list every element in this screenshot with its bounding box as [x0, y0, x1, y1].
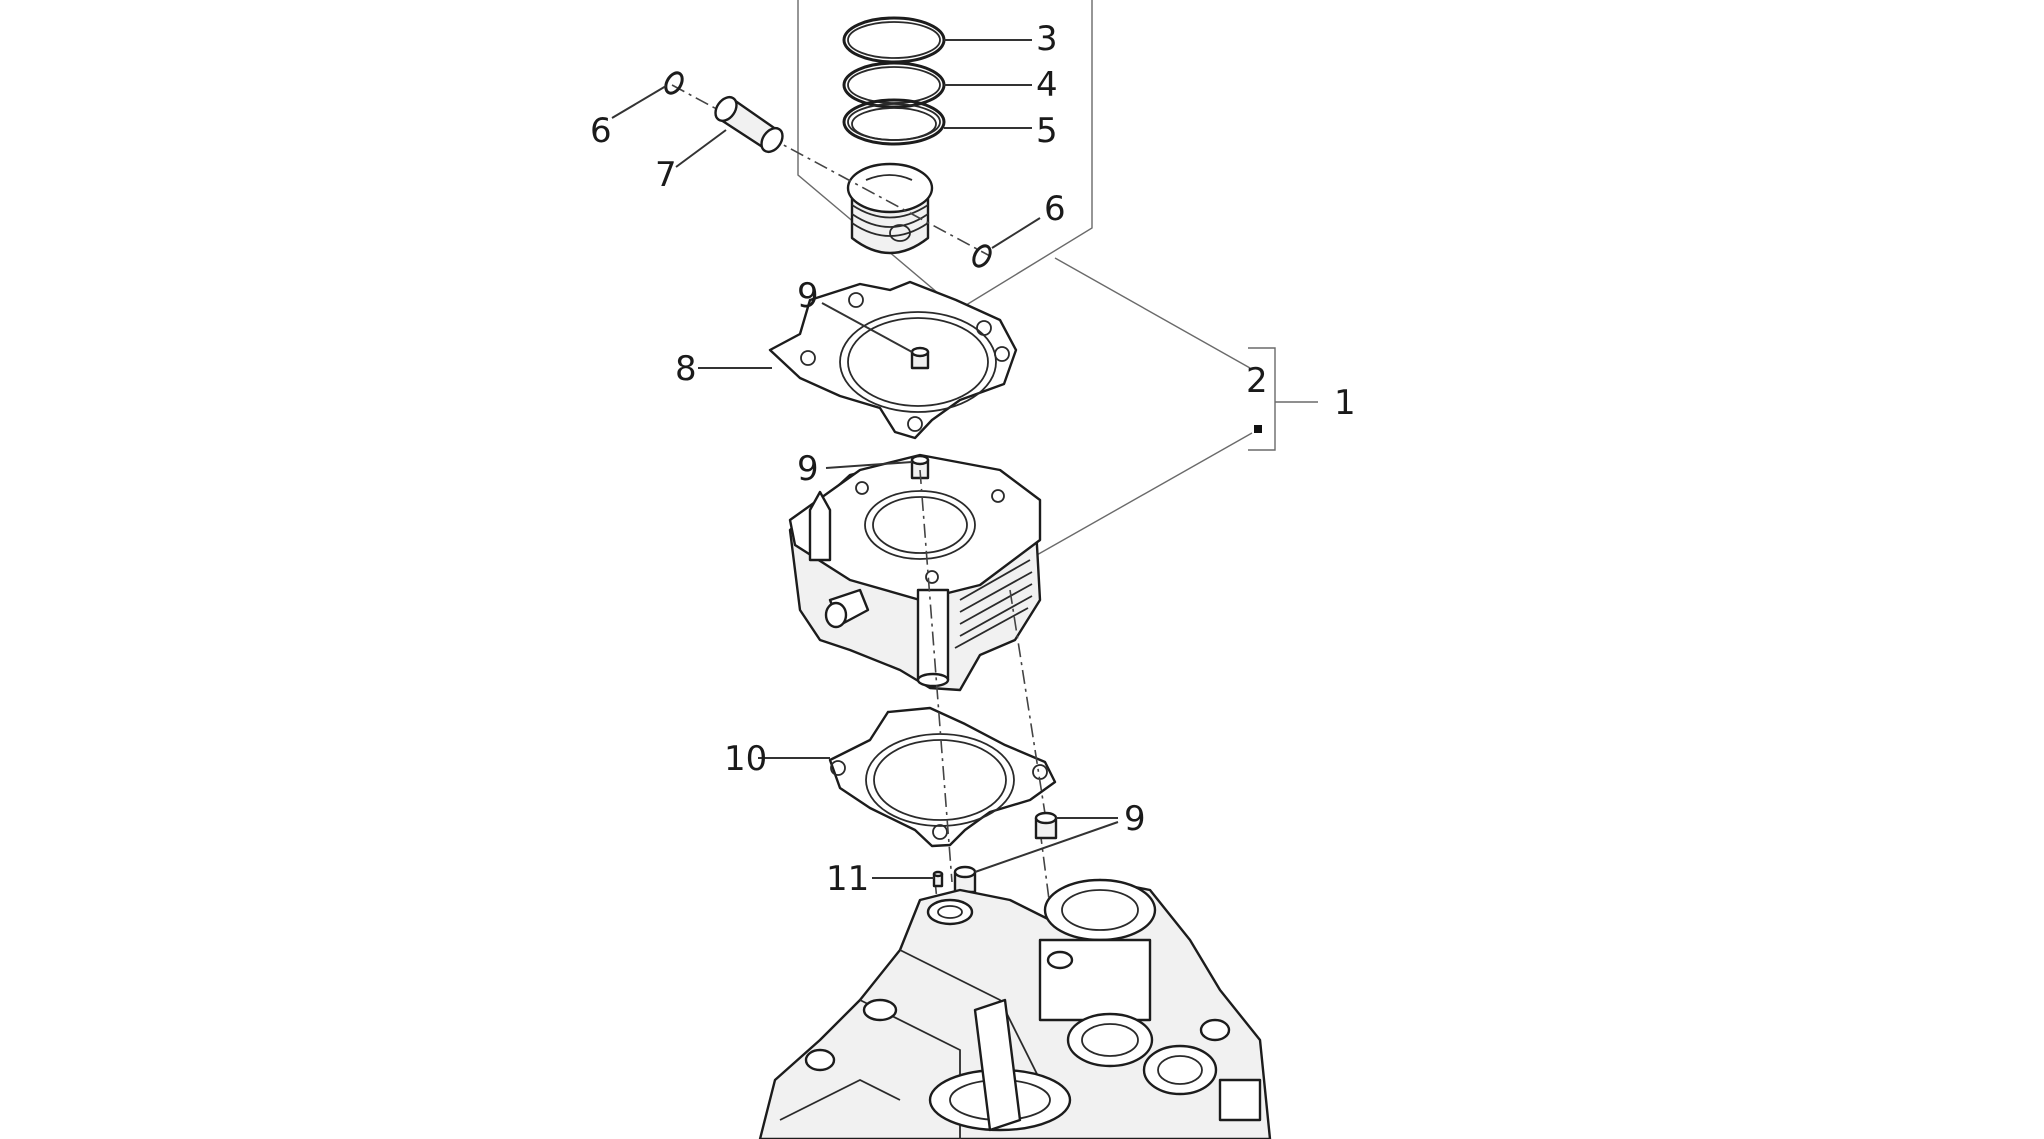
- dowel-lower-left: [953, 865, 977, 894]
- dowel-head-gasket: [910, 346, 930, 370]
- callout-9-lower: 9: [1124, 799, 1146, 839]
- circlip-right: [972, 244, 992, 268]
- callout-8: 8: [675, 349, 697, 389]
- callout-7: 7: [655, 155, 677, 195]
- piston-pin: [714, 95, 784, 154]
- callout-3: 3: [1036, 19, 1058, 59]
- callout-9-head-gasket: 9: [797, 276, 819, 316]
- callout-10: 10: [724, 739, 767, 779]
- circlip-left: [664, 71, 684, 95]
- base-gasket: [828, 706, 1057, 848]
- callout-6-right: 6: [1044, 189, 1066, 229]
- callout-4: 4: [1036, 65, 1058, 105]
- callout-9-cylinder: 9: [797, 449, 819, 489]
- head-gasket: [768, 280, 1018, 440]
- assembly-bracket: [1027, 347, 1318, 561]
- leader-lines: [611, 39, 1119, 879]
- crankcase: [758, 878, 1272, 1139]
- dowel-axis-right: [1009, 589, 1047, 821]
- dowel-cylinder-top: [910, 454, 930, 480]
- callout-2: 2: [1246, 361, 1268, 401]
- cylinder: [788, 453, 1042, 692]
- callout-5: 5: [1036, 111, 1058, 151]
- callout-1: 1: [1334, 383, 1356, 423]
- piston: [846, 162, 934, 255]
- callout-6-left: 6: [590, 111, 612, 151]
- small-pin: [932, 870, 944, 888]
- dowel-axis-left: [919, 469, 953, 883]
- callout-11: 11: [826, 859, 869, 899]
- dowel-lower-right: [1034, 811, 1058, 840]
- piston-ring-top: [842, 16, 946, 64]
- piston-ring-oil: [842, 98, 946, 146]
